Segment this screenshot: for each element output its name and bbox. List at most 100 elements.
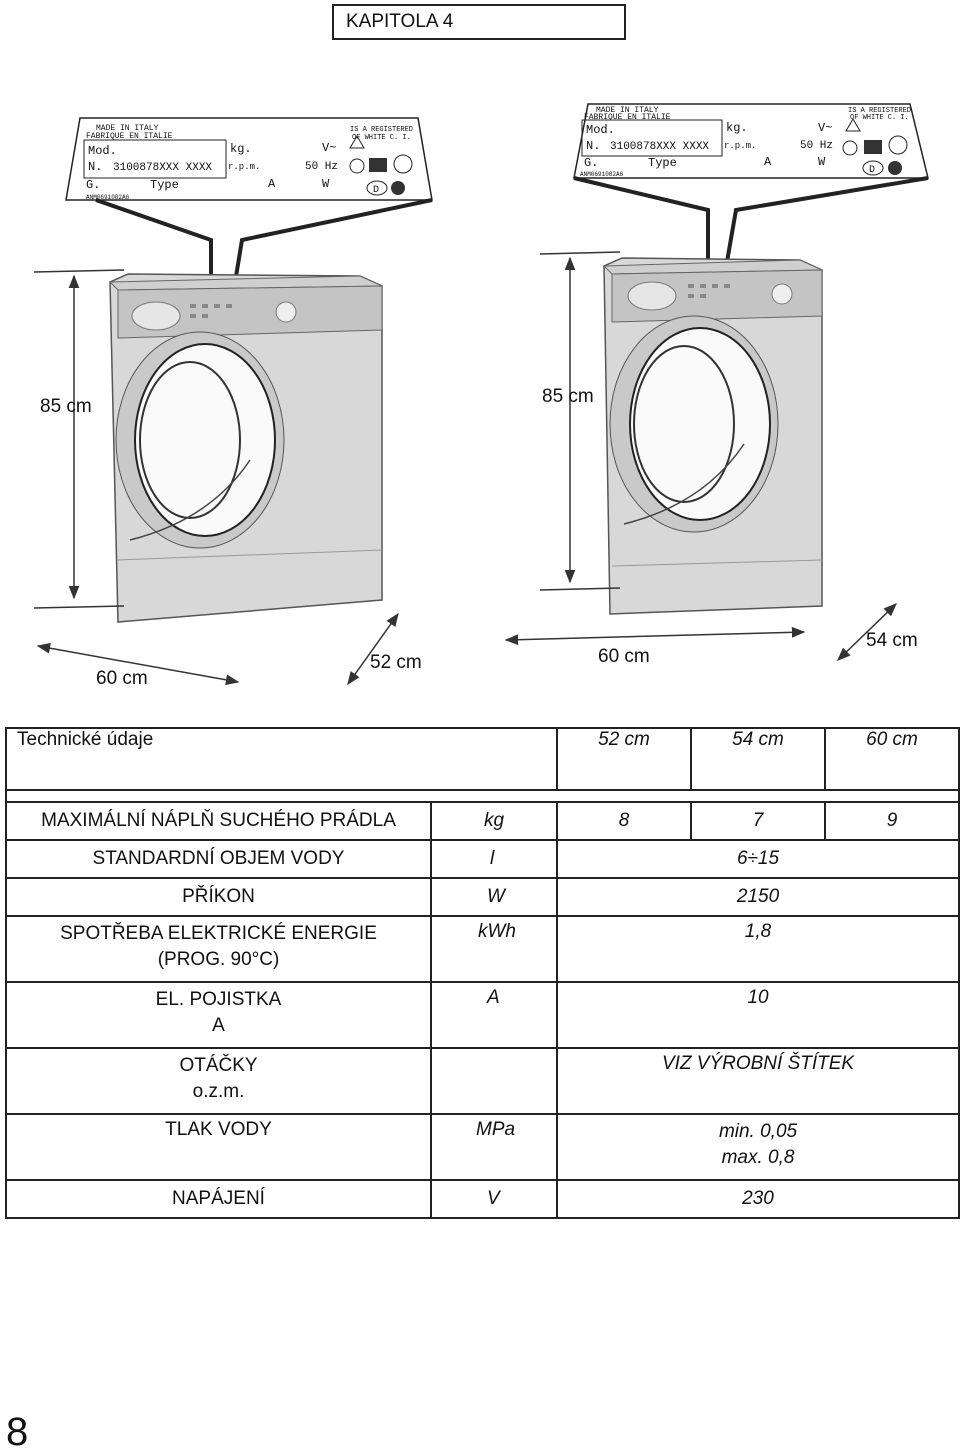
row-value: 1,8: [556, 915, 960, 983]
row-value-sub: max. 0,8: [721, 1147, 795, 1168]
plate-d: D: [373, 185, 379, 196]
plate-a: A: [764, 155, 772, 169]
plate-n: N.: [88, 160, 102, 174]
row-label-sub: A: [212, 1015, 225, 1036]
plate-made-in-2: FABRIQUE EN ITALIE: [86, 132, 173, 141]
table-row: NAPÁJENÍ V 230: [5, 1179, 960, 1219]
recycling-icon: [864, 140, 882, 154]
ce-mark-icon: [393, 154, 413, 174]
row-unit: kg: [429, 801, 559, 841]
row-unit: [429, 1047, 559, 1115]
plate-serial: 3100878XXX XXXX: [610, 141, 709, 153]
plate-v: V~: [322, 141, 336, 155]
ce-mark-icon: [888, 135, 908, 155]
plate-made-in-2: FABRIQUE EN ITALIE: [584, 113, 671, 122]
chapter-heading: KAPITOLA 4: [332, 4, 626, 40]
plate-serial: 3100878XXX XXXX: [113, 162, 212, 174]
depth-label-right: 54 cm: [866, 630, 918, 651]
row-label-cell: SPOTŘEBA ELEKTRICKÉ ENERGIE (PROG. 90°C): [5, 915, 432, 983]
plate-made-in-1: MADE IN ITALY: [596, 106, 659, 115]
depth-label-left: 52 cm: [370, 652, 422, 673]
plate-d: D: [869, 165, 875, 176]
warning-icon: [845, 118, 861, 132]
plate-kg: kg.: [230, 142, 252, 156]
row-label: EL. POJISTKA: [155, 989, 282, 1010]
table-row: OTÁČKY o.z.m. VIZ VÝROBNÍ ŠTÍTEK: [5, 1047, 960, 1115]
row-label-cell: EL. POJISTKA A: [5, 981, 432, 1049]
plate-mod: Mod.: [586, 123, 615, 137]
plate-rpm: r.p.m.: [228, 162, 260, 172]
plate-a: A: [268, 177, 276, 191]
row-unit: A: [429, 981, 559, 1049]
plate-w: W: [322, 177, 330, 191]
table-row: PŘÍKON W 2150: [5, 877, 960, 917]
row-value: min. 0,05: [718, 1121, 798, 1142]
table-row: STANDARDNÍ OBJEM VODY l 6÷15: [5, 839, 960, 879]
plate-registered-2: OF WHITE C. I.: [850, 114, 909, 122]
row-unit: W: [429, 877, 559, 917]
dimension-lines-left: [33, 269, 399, 686]
plate-made-in-1: MADE IN ITALY: [96, 124, 159, 133]
table-header-row: Technické údaje 52 cm 54 cm 60 cm: [4, 727, 960, 791]
table-row: TLAK VODY MPa min. 0,05 max. 0,8: [5, 1113, 960, 1181]
column-header: 60 cm: [824, 727, 960, 791]
row-label: NAPÁJENÍ: [5, 1179, 432, 1219]
plate-kg: kg.: [726, 121, 748, 135]
row-label-sub: (PROG. 90°C): [157, 949, 280, 970]
plate-g: G.: [584, 156, 598, 170]
plate-n: N.: [586, 139, 600, 153]
row-unit: MPa: [429, 1113, 559, 1181]
row-label: SPOTŘEBA ELEKTRICKÉ ENERGIE: [60, 923, 377, 944]
row-unit: kWh: [429, 915, 559, 983]
table-row: MAXIMÁLNÍ NÁPLŇ SUCHÉHO PRÁDLA kg 8 7 9: [5, 801, 960, 841]
plate-code: ANM0691082A6: [580, 171, 624, 178]
plate-registered-2: OF WHITE C. I.: [352, 134, 411, 142]
washing-machine-left: [108, 273, 383, 623]
plate-mod: Mod.: [88, 144, 117, 158]
approval-icon: [391, 181, 405, 195]
width-label-right: 60 cm: [598, 646, 650, 667]
washing-machine-right: [602, 257, 823, 615]
certification-icon: [842, 140, 858, 156]
plate-registered-1: IS A REGISTERED: [350, 126, 413, 134]
row-value: 7: [690, 801, 827, 841]
table-row: EL. POJISTKA A A 10: [5, 981, 960, 1049]
row-label: TLAK VODY: [5, 1113, 432, 1181]
row-unit: V: [429, 1179, 559, 1219]
plate-hz: 50 Hz: [800, 140, 833, 152]
rating-plate-left: MADE IN ITALY FABRIQUE EN ITALIE IS A RE…: [65, 117, 433, 201]
technical-data-table: Technické údaje 52 cm 54 cm 60 cm MAXIMÁ…: [4, 727, 960, 1219]
approval-icon: [888, 161, 902, 175]
country-mark-icon: [366, 180, 388, 196]
washing-machine-figure: MADE IN ITALY FABRIQUE EN ITALIE IS A RE…: [33, 103, 929, 686]
plate-v: V~: [818, 121, 832, 135]
row-unit: l: [429, 839, 559, 879]
plate-type: Type: [648, 156, 677, 170]
height-label-right: 85 cm: [542, 386, 594, 407]
width-label-left: 60 cm: [96, 668, 148, 689]
plate-g: G.: [86, 178, 100, 192]
height-label-left: 85 cm: [40, 396, 92, 417]
column-header: 52 cm: [556, 727, 693, 791]
plate-registered-1: IS A REGISTERED: [848, 107, 911, 115]
plate-rpm: r.p.m.: [724, 141, 756, 151]
row-label: OTÁČKY: [179, 1055, 258, 1076]
page-number: 8: [6, 1410, 29, 1454]
row-value: 8: [556, 801, 693, 841]
warning-icon: [349, 135, 365, 149]
recycling-icon: [369, 158, 387, 172]
row-value-cell: min. 0,05 max. 0,8: [556, 1113, 960, 1181]
plate-code: ANM0691082A6: [86, 194, 130, 201]
row-label-sub: o.z.m.: [192, 1081, 245, 1102]
plate-hz: 50 Hz: [305, 161, 338, 173]
dimension-lines-right: [504, 251, 897, 661]
row-value: VIZ VÝROBNÍ ŠTÍTEK: [556, 1047, 960, 1115]
row-value: 10: [556, 981, 960, 1049]
country-mark-icon: [862, 160, 884, 176]
rating-plate-right: MADE IN ITALY FABRIQUE EN ITALIE IS A RE…: [573, 103, 929, 179]
row-label: PŘÍKON: [5, 877, 432, 917]
row-label-cell: OTÁČKY o.z.m.: [5, 1047, 432, 1115]
plate-w: W: [818, 155, 826, 169]
table-row: SPOTŘEBA ELEKTRICKÉ ENERGIE (PROG. 90°C)…: [5, 915, 960, 983]
row-value: 9: [824, 801, 960, 841]
